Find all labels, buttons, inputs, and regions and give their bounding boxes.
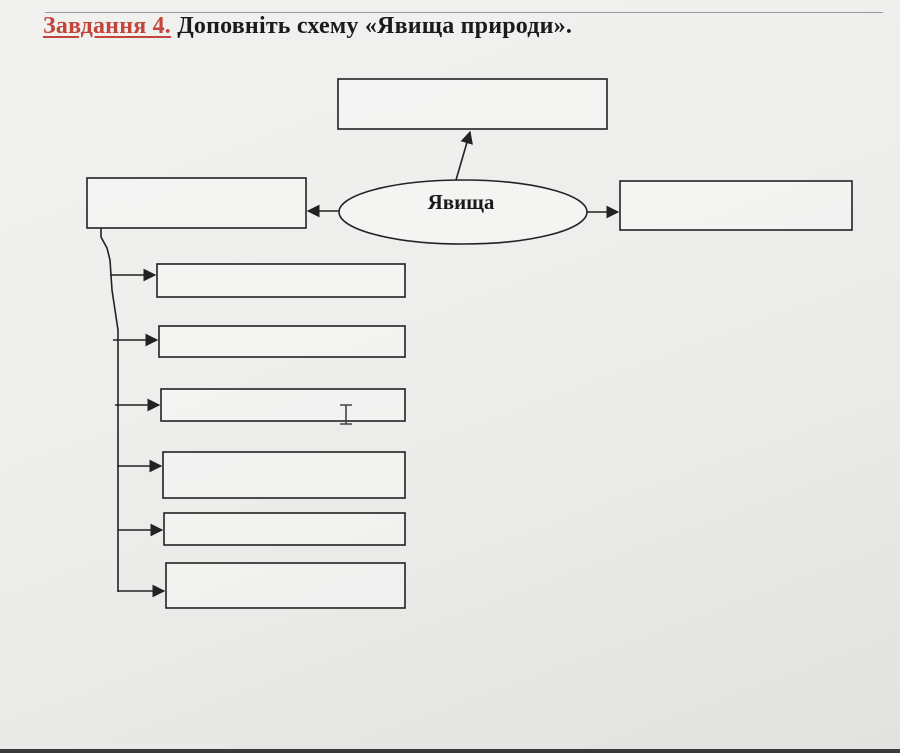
sub-answer-box-2[interactable]	[158, 325, 406, 358]
task-number: Завдання 4.	[43, 13, 172, 39]
top-rule	[45, 12, 883, 13]
top-answer-box[interactable]	[337, 78, 608, 130]
sub-answer-box-1[interactable]	[156, 263, 406, 298]
sub-answer-box-6[interactable]	[165, 562, 406, 609]
left-answer-box[interactable]	[86, 177, 307, 229]
task-title: Завдання 4. Доповніть схему «Явища приро…	[43, 13, 572, 40]
right-answer-box[interactable]	[619, 180, 853, 231]
sub-answer-box-4[interactable]	[162, 451, 406, 499]
task-text: Доповніть схему «Явища природи».	[171, 13, 573, 39]
arrow-to-top-box	[455, 130, 473, 181]
screen-bezel	[0, 749, 900, 753]
text-cursor-icon	[340, 404, 352, 425]
branch-trunk	[100, 228, 119, 592]
sub-answer-box-3[interactable]	[160, 388, 406, 422]
sub-answer-box-5[interactable]	[163, 512, 406, 546]
center-oval-label: Явища	[428, 190, 495, 214]
